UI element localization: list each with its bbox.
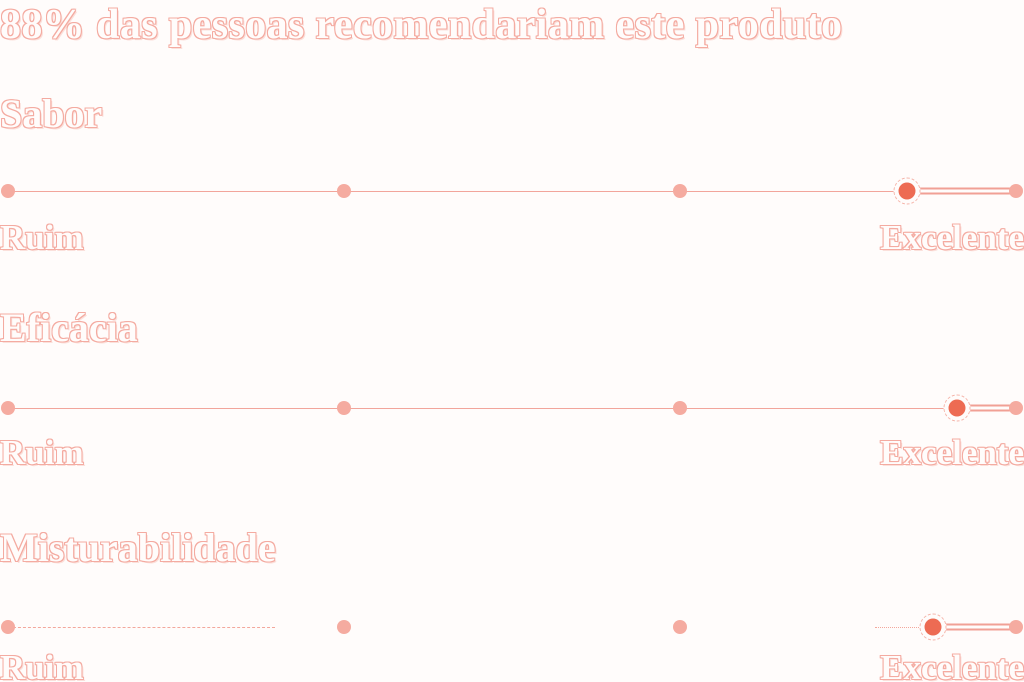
scale-marker-dot xyxy=(1,620,15,634)
scale-marker-dot xyxy=(1,401,15,415)
page-title: 88% das pessoas recomendariam este produ… xyxy=(0,2,843,48)
rating-slider-misturabilidade xyxy=(1,611,1023,643)
slider-track-remainder xyxy=(956,404,1016,412)
slider-handle xyxy=(943,394,971,422)
scale-marker-dot xyxy=(1009,401,1023,415)
scale-marker-dot xyxy=(1,184,15,198)
scale-marker-dot xyxy=(673,184,687,198)
scale-marker-dot xyxy=(1009,620,1023,634)
min-label: Ruim xyxy=(0,433,84,472)
min-label: Ruim xyxy=(0,648,84,682)
rating-name-sabor: Sabor xyxy=(0,91,103,136)
slider-track xyxy=(8,191,908,192)
max-label: Excelente xyxy=(880,218,1024,257)
slider-track-dashed-segment xyxy=(8,627,276,628)
scale-labels-sabor: Ruim Excelente xyxy=(0,220,1024,255)
scale-labels-misturabilidade: Ruim Excelente xyxy=(0,650,1024,682)
max-label: Excelente xyxy=(880,433,1024,472)
slider-track-dotted-segment xyxy=(874,627,930,628)
scale-marker-dot xyxy=(336,184,351,198)
scale-marker-dot xyxy=(336,401,351,415)
max-label: Excelente xyxy=(880,648,1024,682)
slider-track-remainder xyxy=(933,623,1016,631)
min-label: Ruim xyxy=(0,218,84,257)
scale-marker-dot xyxy=(1009,184,1023,198)
slider-track xyxy=(8,408,957,409)
scale-labels-eficacia: Ruim Excelente xyxy=(0,435,1024,470)
scale-marker-dot xyxy=(673,401,687,415)
rating-name-eficacia: Eficácia xyxy=(0,305,138,350)
rating-name-misturabilidade: Misturabilidade xyxy=(0,525,276,570)
slider-handle-dot xyxy=(898,182,916,200)
slider-track-remainder xyxy=(907,187,1016,195)
slider-handle xyxy=(919,613,947,641)
slider-handle xyxy=(893,177,921,205)
scale-marker-dot xyxy=(336,620,351,634)
rating-slider-sabor xyxy=(1,175,1023,207)
slider-handle-dot xyxy=(948,399,966,417)
scale-marker-dot xyxy=(673,620,687,634)
slider-handle-dot xyxy=(924,618,942,636)
rating-slider-eficacia xyxy=(1,392,1023,424)
